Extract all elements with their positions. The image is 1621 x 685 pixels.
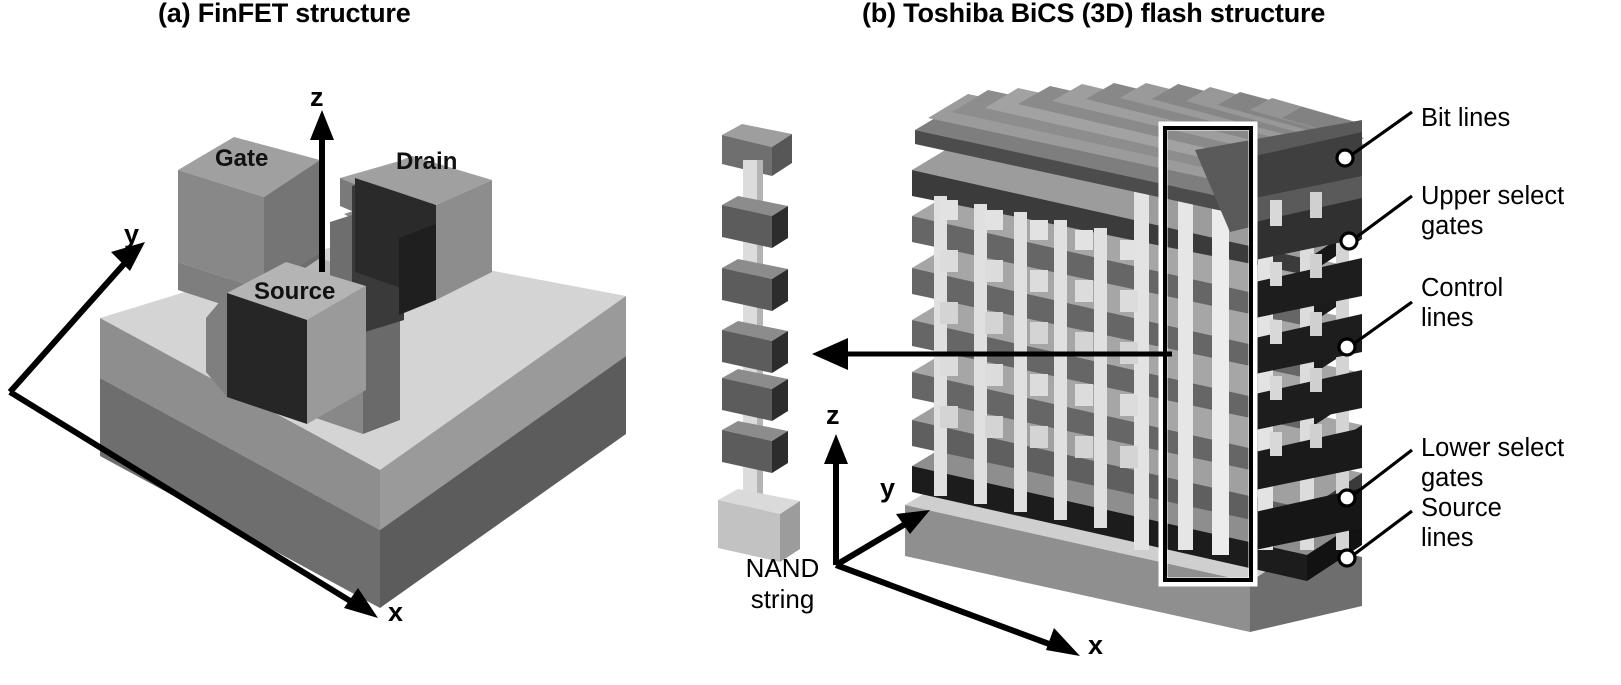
bics-block — [905, 83, 1364, 632]
band-control-3 — [1255, 370, 1362, 430]
callout-leaders — [1335, 110, 1413, 568]
source-front-face — [227, 293, 307, 424]
gate-block — [178, 137, 320, 318]
nand-gate-stack — [722, 196, 788, 473]
source-right-face — [307, 286, 366, 424]
bics-right-face-pillar-stubs — [1270, 192, 1322, 456]
nand-base-side — [780, 501, 800, 562]
nand-string-pointer-arrow — [812, 338, 1172, 370]
axis-y-arrow — [7, 242, 145, 394]
source-label: Source — [254, 278, 336, 305]
nand-base-front — [718, 500, 780, 562]
substrate-right-lower — [380, 356, 626, 608]
nand-top-cap-side — [772, 134, 792, 176]
bics-front-face-windows — [940, 200, 1138, 468]
band-control-1 — [1255, 258, 1362, 318]
band-control-2 — [1255, 314, 1362, 374]
panel-a-title: (a) FinFET structure — [158, 0, 411, 28]
band-source-lines — [1255, 488, 1362, 550]
panel-b-title: (b) Toshiba BiCS (3D) flash structure — [862, 0, 1326, 28]
bics-base-front — [905, 505, 1250, 632]
bics-axis-x-label: x — [1088, 630, 1104, 660]
finfet-axis-y-label: y — [124, 219, 140, 249]
axis-x-arrow — [8, 389, 378, 618]
leader-bit-lines — [1349, 110, 1413, 158]
callout-source-lines-line1: Source — [1421, 494, 1502, 522]
leader-dot-control-lines — [1337, 337, 1357, 357]
drain-top-face — [355, 156, 492, 205]
bics-axis-z-label: z — [826, 400, 840, 430]
nand-string-label-line1: NAND — [745, 553, 820, 583]
leader-upper-select-gates — [1353, 194, 1413, 241]
callout-lower-select-gates-line2: gates — [1421, 464, 1484, 492]
gate-right-face — [264, 160, 320, 290]
finfet-axis-z-label: z — [310, 82, 324, 112]
source-top-face — [227, 262, 366, 320]
substrate-right-upper — [380, 296, 626, 530]
callout-lower-select-gates-line1: Lower select — [1421, 434, 1565, 462]
nand-top-cap-top — [722, 124, 792, 147]
band-upper-select — [1255, 198, 1362, 260]
bics-axis-y-label: y — [880, 473, 896, 503]
nand-base-top — [718, 489, 800, 514]
band-bit-lines — [1255, 132, 1362, 198]
drain-front-shadow — [399, 224, 436, 315]
callout-upper-select-gates-line1: Upper select — [1421, 182, 1565, 210]
substrate-front-upper — [100, 318, 380, 530]
leader-lower-select-gates — [1351, 448, 1413, 498]
finfet-axis-x-label: x — [388, 597, 404, 627]
callout-upper-select-gates-line2: gates — [1421, 212, 1484, 240]
leader-dot-upper-select-gates — [1339, 231, 1359, 251]
axis-z-arrow — [310, 110, 334, 272]
drain-label: Drain — [396, 148, 458, 175]
nand-string-graphic — [718, 124, 800, 562]
leader-dot-lower-select-gates — [1337, 488, 1357, 508]
bics-axis-y-arrow — [834, 510, 930, 568]
source-left-shadow — [206, 293, 227, 397]
drain-right-face — [436, 180, 492, 300]
leader-control-lines — [1351, 300, 1413, 347]
band-lower-select — [1255, 428, 1362, 490]
callout-source-lines-line2: lines — [1421, 524, 1474, 552]
bics-right-face-bands — [1255, 132, 1362, 550]
gate-front-face — [178, 170, 264, 290]
callout-control-lines-line1: Control — [1421, 274, 1504, 302]
drain-block — [355, 156, 492, 315]
source-block — [206, 262, 366, 424]
bics-axis-x-arrow — [834, 562, 1080, 656]
callout-bit-lines: Bit lines — [1421, 104, 1511, 132]
bics-axis-z-arrow — [824, 434, 848, 565]
gate-top-face — [178, 137, 320, 197]
leader-dot-bit-lines — [1335, 148, 1355, 168]
gate-label: Gate — [215, 145, 269, 172]
substrate-front-lower — [100, 378, 380, 608]
leader-source-lines — [1351, 509, 1413, 558]
leader-dot-source-lines — [1337, 548, 1357, 568]
callout-control-lines-line2: lines — [1421, 304, 1474, 332]
nand-string-label-line2: string — [750, 584, 815, 614]
